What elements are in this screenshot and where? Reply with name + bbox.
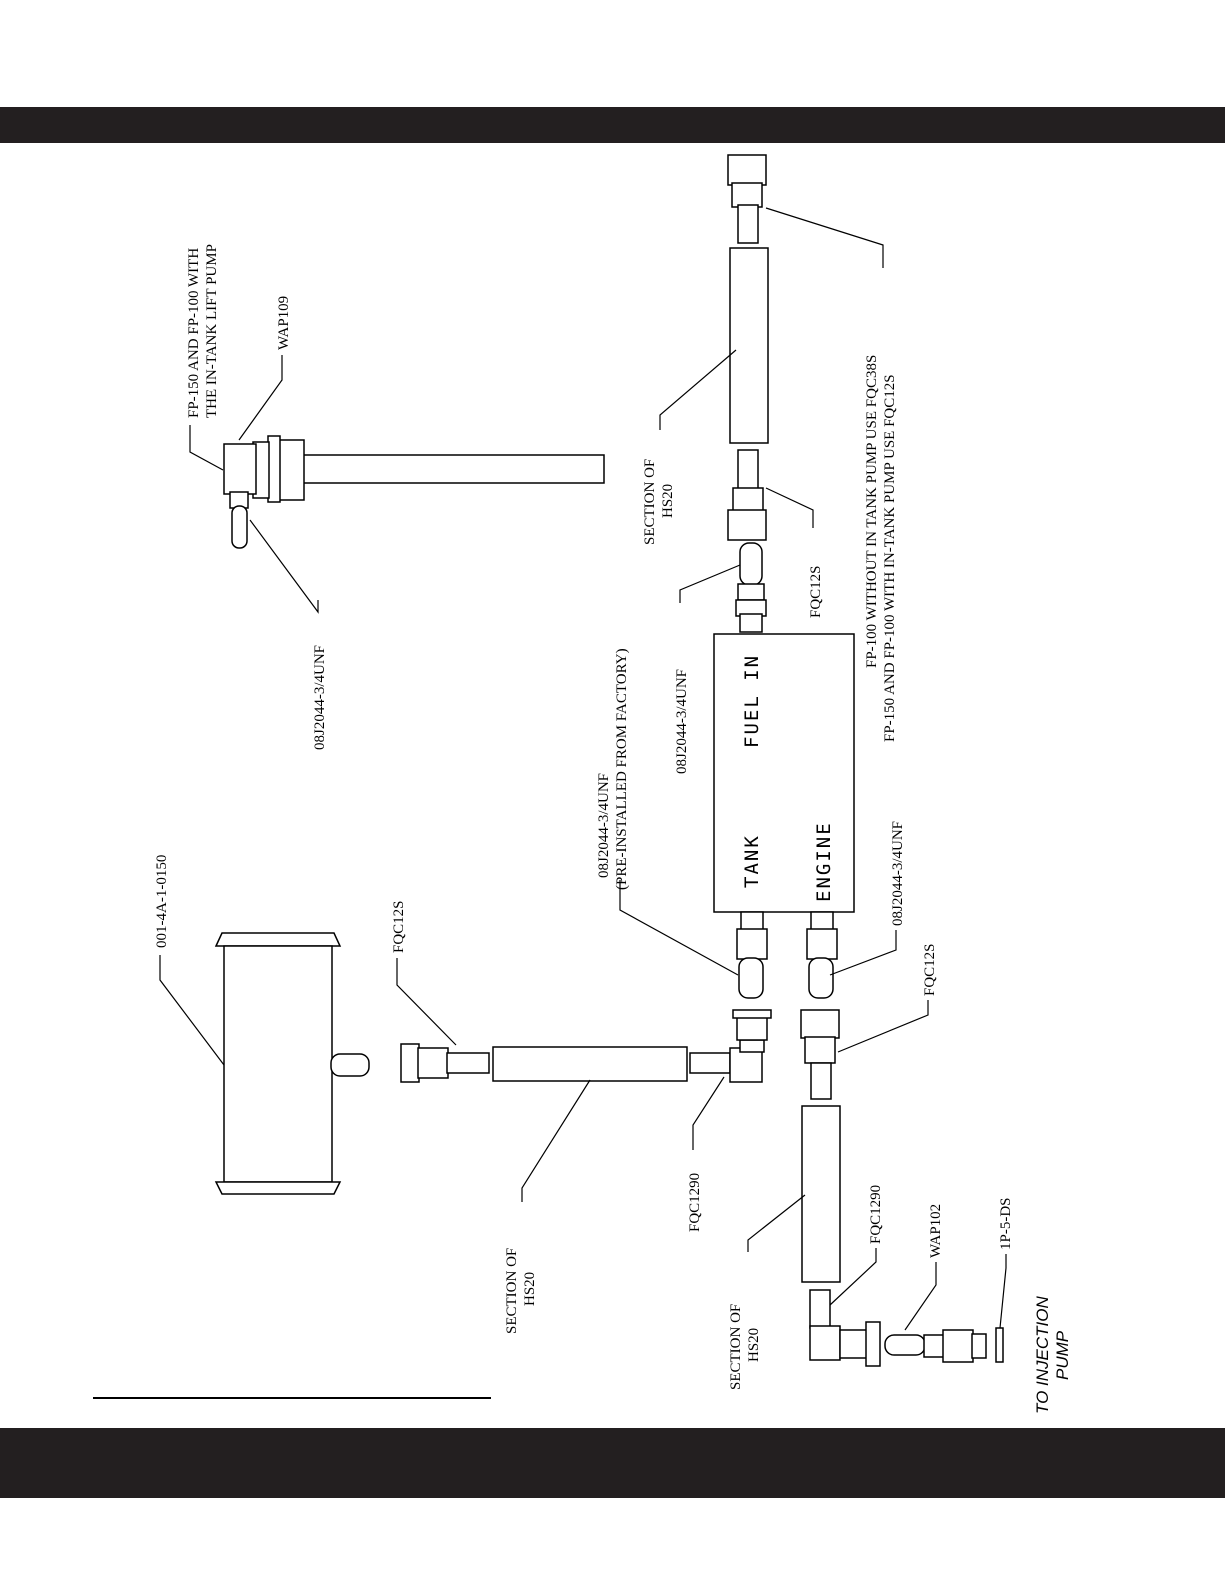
engine-label: ENGINE	[813, 821, 835, 902]
fp-note-line1: FP-150 AND FP-100 WITH	[186, 248, 202, 418]
fp-note-line2: THE IN-TANK LIFT PUMP	[204, 244, 220, 418]
fqc12s-left-label: FQC12S	[391, 900, 407, 953]
top-fitting-label: 08J2044-3/4UNF	[312, 645, 328, 750]
fqc12s-bottom-label: FQC12S	[922, 943, 938, 996]
fuel-in-fitting-label: 08J2044-3/4UNF	[674, 669, 690, 774]
fqc1290-left-label: FQC1290	[687, 1173, 703, 1232]
bottom-hose-chain	[800, 1009, 1004, 1367]
fqc-note-line1: FP-100 WITHOUT IN TANK PUMP USE FQC38S	[864, 355, 880, 668]
fuel-in-label: FUEL IN	[741, 654, 763, 748]
injection-line2: PUMP	[1053, 1330, 1072, 1380]
footnote-rule	[93, 1397, 491, 1399]
section-left-line2: HS20	[522, 1272, 538, 1306]
hs20-hose-left	[492, 1046, 688, 1082]
hs20-hose-bottom	[801, 1105, 841, 1283]
engine-fitting-label: 08J2044-3/4UNF	[890, 821, 906, 926]
injection-line1: TO INJECTION	[1033, 1296, 1052, 1414]
fqc12s-mid-label: FQC12S	[808, 565, 824, 618]
section-bottom-line2: HS20	[746, 1328, 762, 1362]
section-bottom-line1: SECTION OF	[728, 1304, 744, 1390]
fuel-tank-part	[214, 932, 370, 1195]
hs20-hose-top	[729, 247, 769, 444]
top-fitting-chain	[727, 154, 769, 633]
fqc-note-line2: FP-150 AND FP-100 WITH IN-TANK PUMP USE …	[882, 374, 898, 742]
tank-label: TANK	[741, 834, 763, 888]
ds-label: 1P-5-DS	[998, 1197, 1014, 1250]
wap109-pickup-assembly	[223, 435, 605, 549]
leader-lines	[159, 207, 1007, 1331]
wap102-label: WAP102	[928, 1204, 944, 1258]
callout-labels: FP-150 AND FP-100 WITH THE IN-TANK LIFT …	[154, 244, 1072, 1414]
bottom-footer-band	[0, 1428, 1225, 1498]
section-top-line1: SECTION OF	[642, 459, 658, 545]
wap109-label: WAP109	[276, 296, 292, 350]
section-top-line2: HS20	[660, 484, 676, 518]
top-header-band	[0, 107, 1225, 143]
left-hose-chain	[400, 1009, 772, 1083]
preinstalled-line1: 08J2044-3/4UNF	[596, 773, 612, 878]
preinstalled-line2: (PRE-INSTALLED FROM FACTORY)	[614, 648, 630, 890]
fuel-pump-box: FUEL IN TANK ENGINE	[713, 633, 855, 913]
fqc1290-bottom-label: FQC1290	[868, 1185, 884, 1244]
pump-outlet-fittings	[736, 911, 838, 999]
tank-part-label: 001-4A-1-0150	[154, 855, 170, 948]
section-left-line1: SECTION OF	[504, 1248, 520, 1334]
